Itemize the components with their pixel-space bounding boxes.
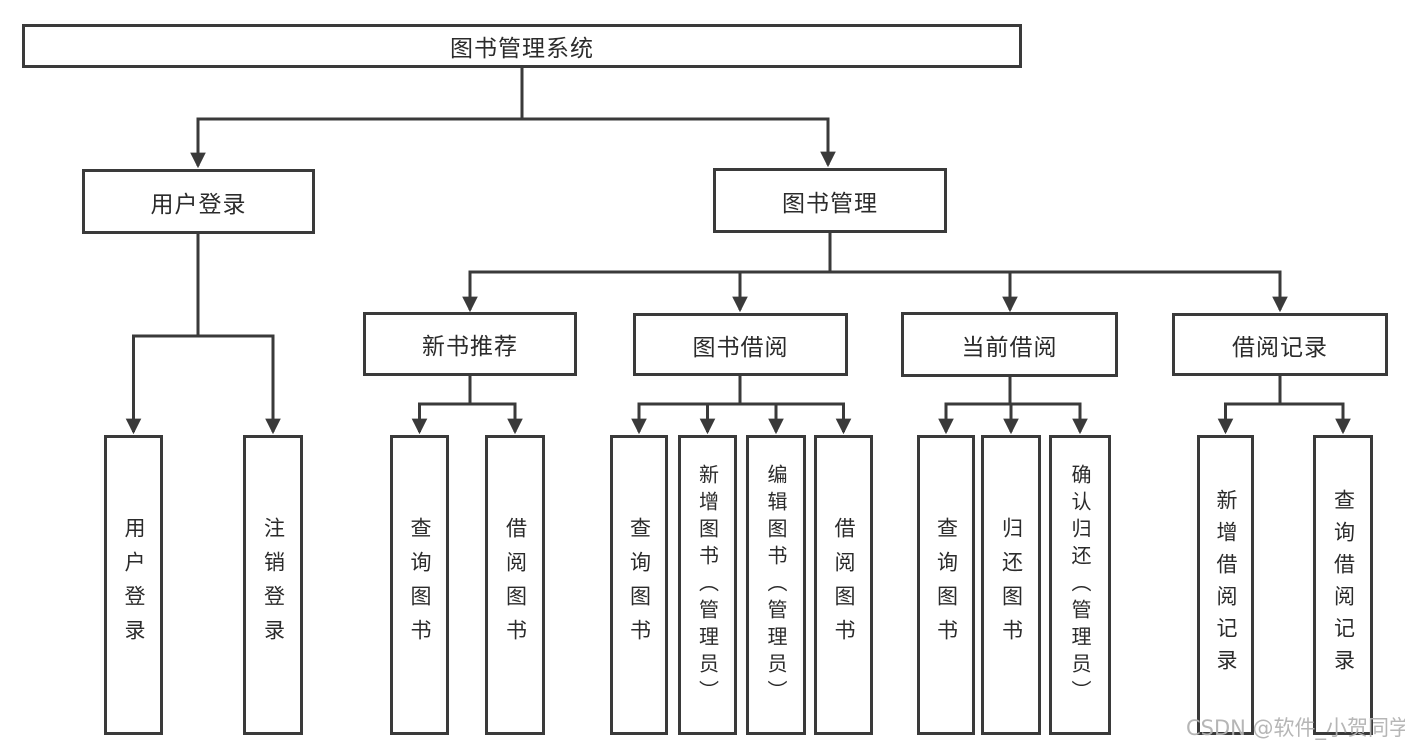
node-label: 图书管理 [782,190,878,217]
node-label: 查询图书 [934,517,959,653]
node-borrowing-records: 借阅记录 [1172,313,1388,376]
node-label: 新书推荐 [422,334,518,360]
node-new-book-recommendation: 新书推荐 [363,312,577,376]
leaf-borrow-books-recommend: 借阅图书 [485,435,545,735]
node-label: 图书借阅 [692,334,789,361]
node-label: 确认归还（管理员） [1068,463,1092,707]
node-label: 编辑图书（管理员） [764,463,788,707]
leaf-query-books-borrow: 查询图书 [610,435,668,735]
node-user-login: 用户登录 [82,169,315,234]
leaf-add-book-admin: 新增图书（管理员） [678,435,737,735]
leaf-query-borrow-record: 查询借阅记录 [1313,435,1373,735]
csdn-watermark: CSDN @软件_小贺同学 [1186,716,1405,740]
leaf-query-books-recommend: 查询图书 [390,435,449,735]
node-current-borrowing: 当前借阅 [901,312,1118,377]
node-label: 当前借阅 [961,334,1058,361]
leaf-query-books-current: 查询图书 [917,435,975,735]
node-label: 图书管理系统 [450,36,594,62]
node-book-borrowing: 图书借阅 [633,313,848,376]
node-label: 新增借阅记录 [1214,489,1238,681]
leaf-user-login: 用户登录 [104,435,163,735]
node-label: 用户登录 [150,191,247,218]
leaf-borrow-books: 借阅图书 [814,435,873,735]
node-label: 新增图书（管理员） [695,463,720,707]
node-label: 查询图书 [627,517,652,653]
leaf-add-borrow-record: 新增借阅记录 [1197,435,1254,735]
node-book-management: 图书管理 [713,168,947,233]
leaf-return-book: 归还图书 [981,435,1041,735]
node-label: 注销登录 [261,517,286,653]
node-root-library-system: 图书管理系统 [22,24,1022,68]
node-label: 借阅图书 [503,517,528,653]
leaf-confirm-return-admin: 确认归还（管理员） [1049,435,1111,735]
node-label: 借阅记录 [1232,334,1328,361]
leaf-logout: 注销登录 [243,435,303,735]
node-label: 查询借阅记录 [1331,489,1356,681]
node-label: 借阅图书 [832,517,856,653]
leaf-edit-book-admin: 编辑图书（管理员） [746,435,806,735]
node-label: 归还图书 [999,517,1024,653]
node-label: 查询图书 [408,517,432,653]
node-label: 用户登录 [122,517,146,653]
